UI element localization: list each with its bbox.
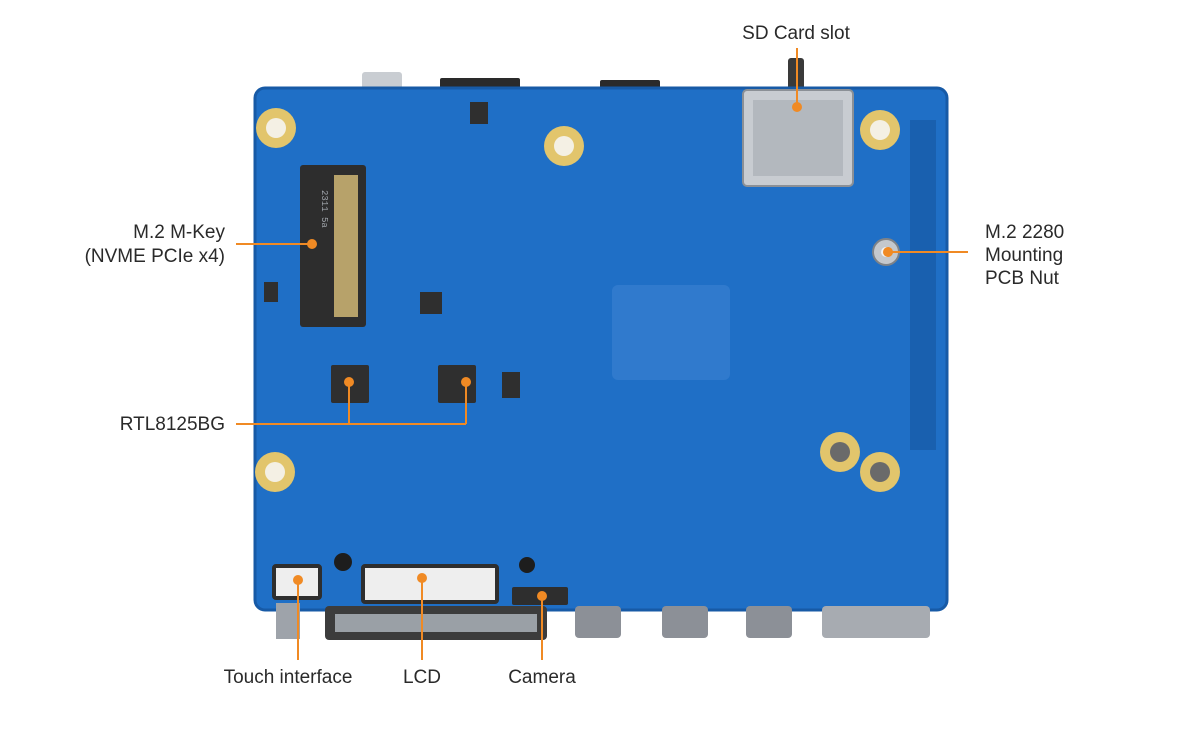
usb-port-2 bbox=[662, 606, 708, 638]
m2-slot-pins bbox=[334, 175, 358, 317]
touch-connector-metal bbox=[276, 603, 300, 639]
component-b bbox=[502, 372, 520, 398]
m2-mkey-label-line1: M.2 M-Key bbox=[133, 222, 225, 243]
usb-port-4 bbox=[822, 606, 930, 638]
m2-nut-label-line1: M.2 2280 bbox=[985, 222, 1065, 243]
component-a bbox=[420, 292, 442, 314]
callout-dots bbox=[293, 102, 893, 601]
mount-hole-2-center bbox=[554, 136, 574, 156]
rtl-label: RTL8125BG bbox=[119, 414, 225, 435]
component-d bbox=[264, 282, 278, 302]
lcd-connector-inner bbox=[335, 614, 537, 632]
touch-label: Touch interface bbox=[223, 667, 353, 688]
soc-footprint bbox=[612, 285, 730, 380]
usb-port-3 bbox=[746, 606, 792, 638]
mount-hole-1-center bbox=[266, 118, 286, 138]
sd-card-slot-inner bbox=[753, 100, 843, 176]
usb-port-1 bbox=[575, 606, 621, 638]
m2-nut-label-line2: Mounting bbox=[985, 245, 1064, 266]
mount-hole-3-center bbox=[870, 120, 890, 140]
component-c bbox=[470, 102, 488, 124]
m2-slot-text: 2311 5a bbox=[319, 190, 329, 228]
camera-label: Camera bbox=[508, 667, 576, 688]
gpio-header bbox=[910, 120, 936, 450]
m2-mkey-label-line2: (NVME PCIe x4) bbox=[84, 246, 225, 267]
mount-hole-4-center bbox=[265, 462, 285, 482]
lcd-label: LCD bbox=[402, 667, 441, 688]
top-connector-left bbox=[362, 72, 402, 90]
fpc-screw-1 bbox=[334, 553, 352, 571]
callout-lines bbox=[236, 48, 968, 660]
sd-card-label: SD Card slot bbox=[742, 23, 850, 44]
pcb-board bbox=[255, 88, 947, 610]
fpc-screw-2 bbox=[519, 557, 535, 573]
mount-hole-5-center bbox=[830, 442, 850, 462]
mount-hole-6-center bbox=[870, 462, 890, 482]
lcd-fpc bbox=[361, 564, 499, 604]
m2-nut-label-line3: PCB Nut bbox=[985, 268, 1059, 289]
